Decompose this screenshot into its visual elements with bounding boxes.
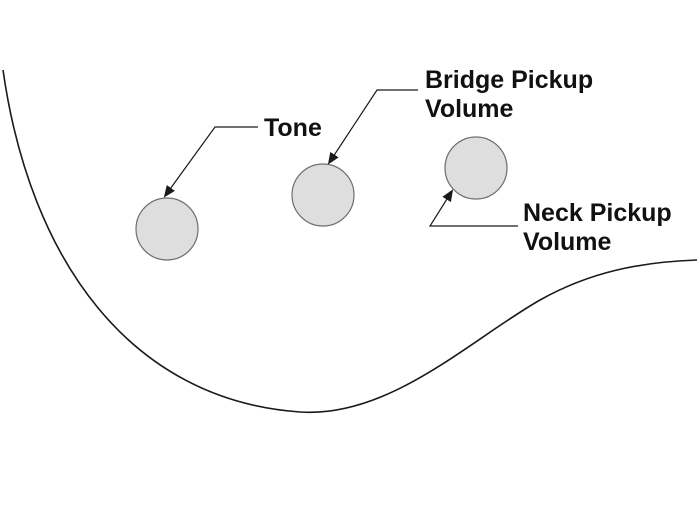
bridge-pickup-label-line1: Bridge Pickup (425, 66, 593, 94)
guitar-body-outline (2, 69, 698, 414)
tone-leader-arrow (163, 126, 258, 198)
bridge-pickup-volume-knob[interactable] (291, 163, 355, 227)
bridge-leader-arrow (327, 89, 418, 165)
neck-pickup-label-line2: Volume (523, 228, 612, 256)
neck-pickup-label-line1: Neck Pickup (523, 199, 672, 227)
tone-knob[interactable] (135, 197, 199, 261)
neck-pickup-volume-knob[interactable] (444, 136, 508, 200)
bridge-pickup-label-line2: Volume (425, 95, 514, 123)
tone-label: Tone (264, 114, 322, 142)
neck-leader-arrow (428, 189, 518, 227)
